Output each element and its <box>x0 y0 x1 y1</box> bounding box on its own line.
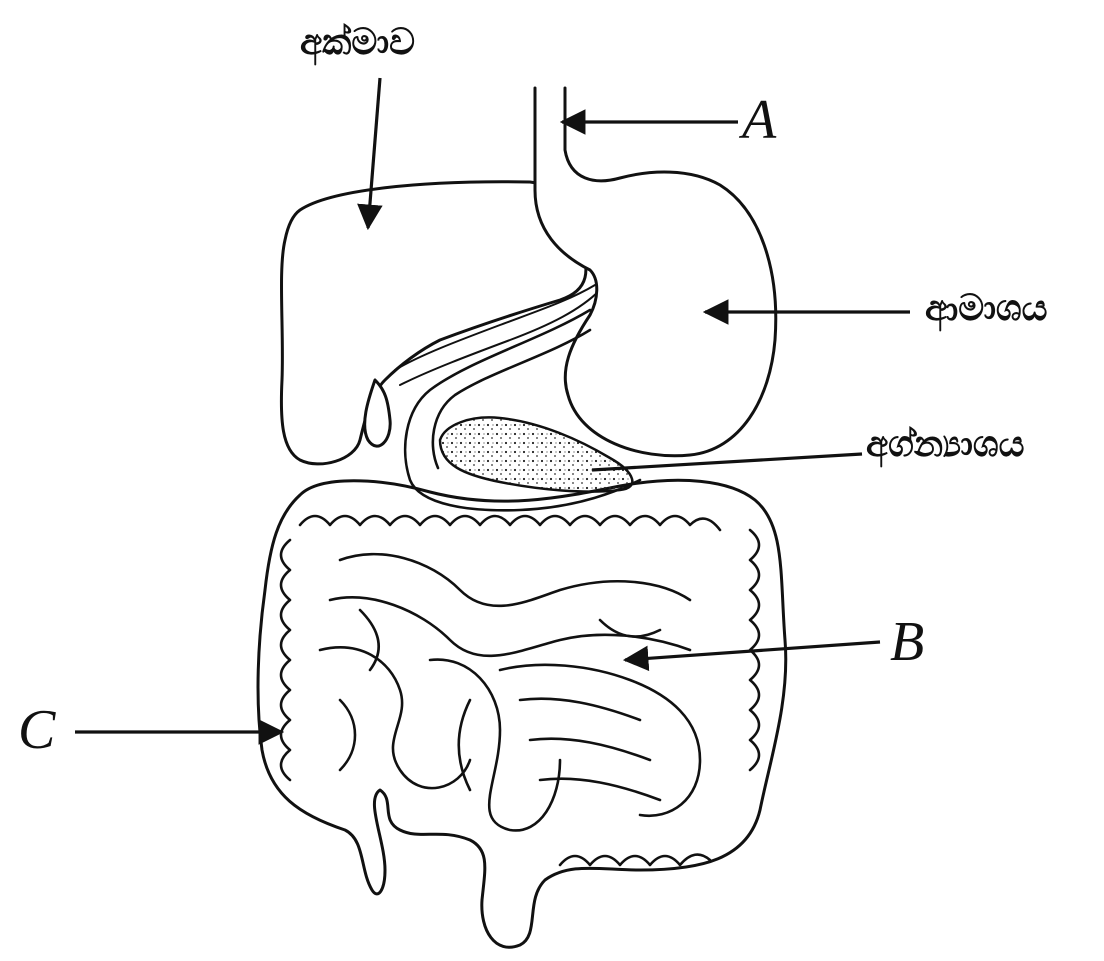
liver-label: අක්මාව <box>300 22 415 64</box>
stomach-label: ආමාශය <box>925 288 1048 330</box>
marker-c: C <box>18 698 55 762</box>
pancreas-pointer-line <box>592 454 862 470</box>
marker-b: B <box>890 610 924 674</box>
large-intestine <box>258 480 786 947</box>
pancreas-label: අග්න්‍යාශය <box>866 424 1025 466</box>
marker-a: A <box>742 88 776 152</box>
